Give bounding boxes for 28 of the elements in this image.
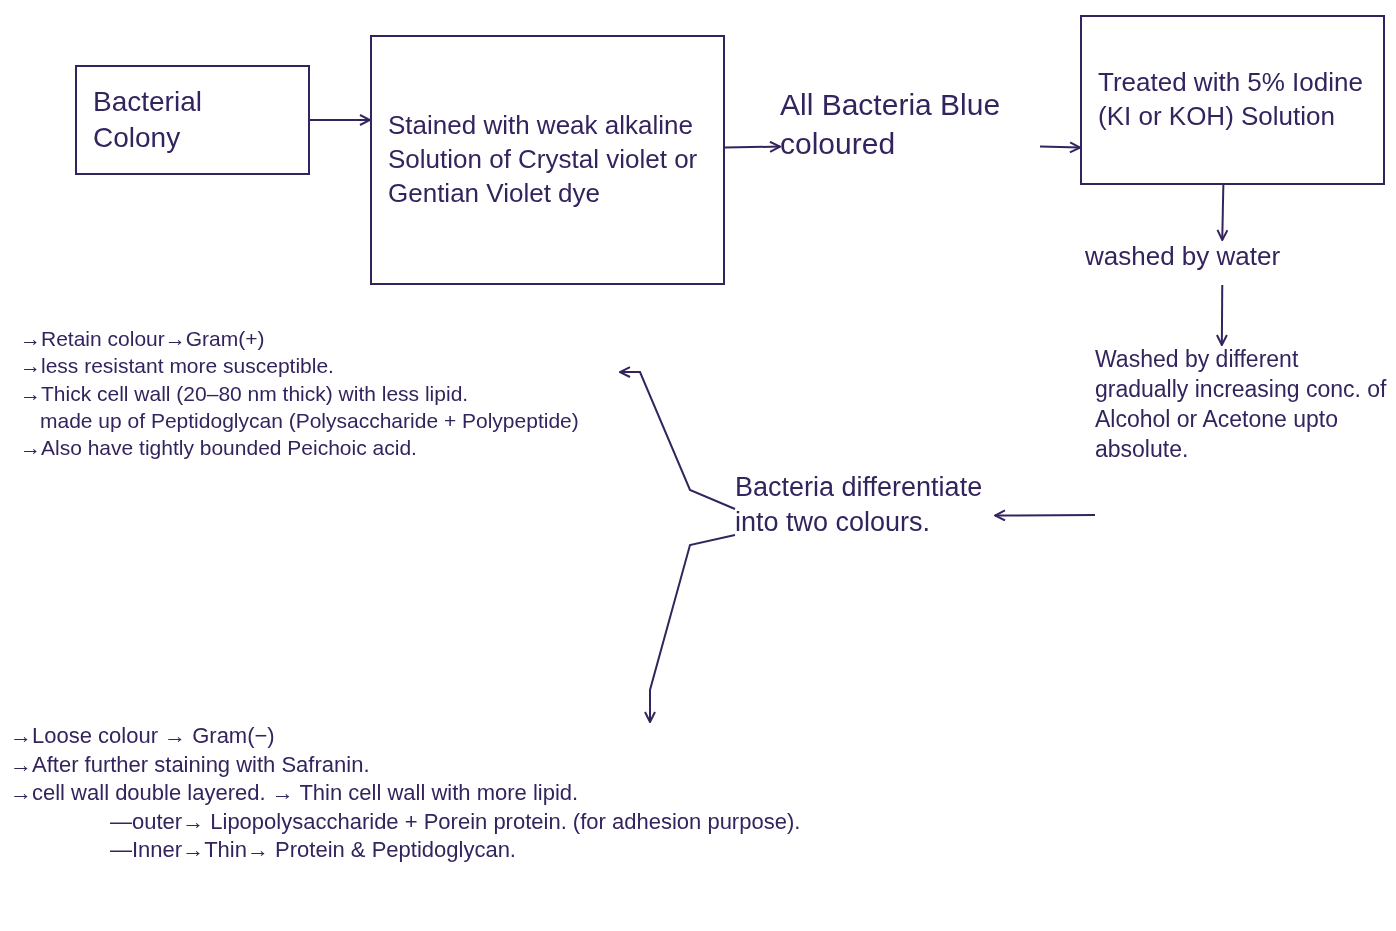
node-text: Treated with 5% Iodine (KI or KOH) Solution bbox=[1098, 66, 1364, 133]
arrow bbox=[619, 366, 736, 510]
arrow bbox=[994, 509, 1096, 522]
arrow bbox=[309, 114, 371, 126]
node-text: Bacterial Colony bbox=[93, 84, 203, 155]
node-text: →Loose colour → Gram(−) bbox=[10, 722, 276, 750]
node-text: →less resistant more susceptible. bbox=[20, 353, 335, 380]
node-text: →Thick cell wall (20–80 nm thick) with less lipid. bbox=[20, 380, 470, 407]
node-text: →cell wall double layered. → Thin cell wall with more lipid. bbox=[10, 779, 580, 808]
node-text: Washed by different gradually increasing conc. of Alcohol or Acetone upto absolute. bbox=[1095, 345, 1388, 464]
arrow bbox=[1039, 141, 1081, 154]
process-box bbox=[370, 35, 725, 285]
node-text: →Retain colour→Gram(+) bbox=[20, 326, 266, 352]
arrow bbox=[1215, 284, 1228, 346]
node-text: Stained with weak alkaline Solution of Crystal violet or Gentian Violet dye bbox=[388, 109, 699, 210]
node-text: All Bacteria Blue coloured bbox=[780, 87, 1002, 162]
process-box bbox=[75, 65, 310, 175]
arrow bbox=[644, 534, 736, 723]
node-text: washed by water bbox=[1085, 240, 1282, 273]
node-text: —Inner→Thin→ Protein & Peptidoglycan. bbox=[109, 836, 517, 865]
node-text: —outer→ Lipopolysaccharide + Porein protein. (for adhesion purpose). bbox=[109, 807, 802, 836]
arrow bbox=[724, 140, 781, 153]
node-text: →Also have tightly bounded Peichoic acid. bbox=[20, 435, 418, 462]
arrow bbox=[1216, 184, 1229, 241]
node-text: →After further staining with Safranin. bbox=[10, 750, 371, 779]
node-text: Bacteria differentiate into two colours. bbox=[735, 471, 984, 540]
node-text: made up of Peptidoglycan (Polysaccharide + Polypeptide) bbox=[39, 407, 580, 434]
process-box bbox=[1080, 15, 1385, 185]
